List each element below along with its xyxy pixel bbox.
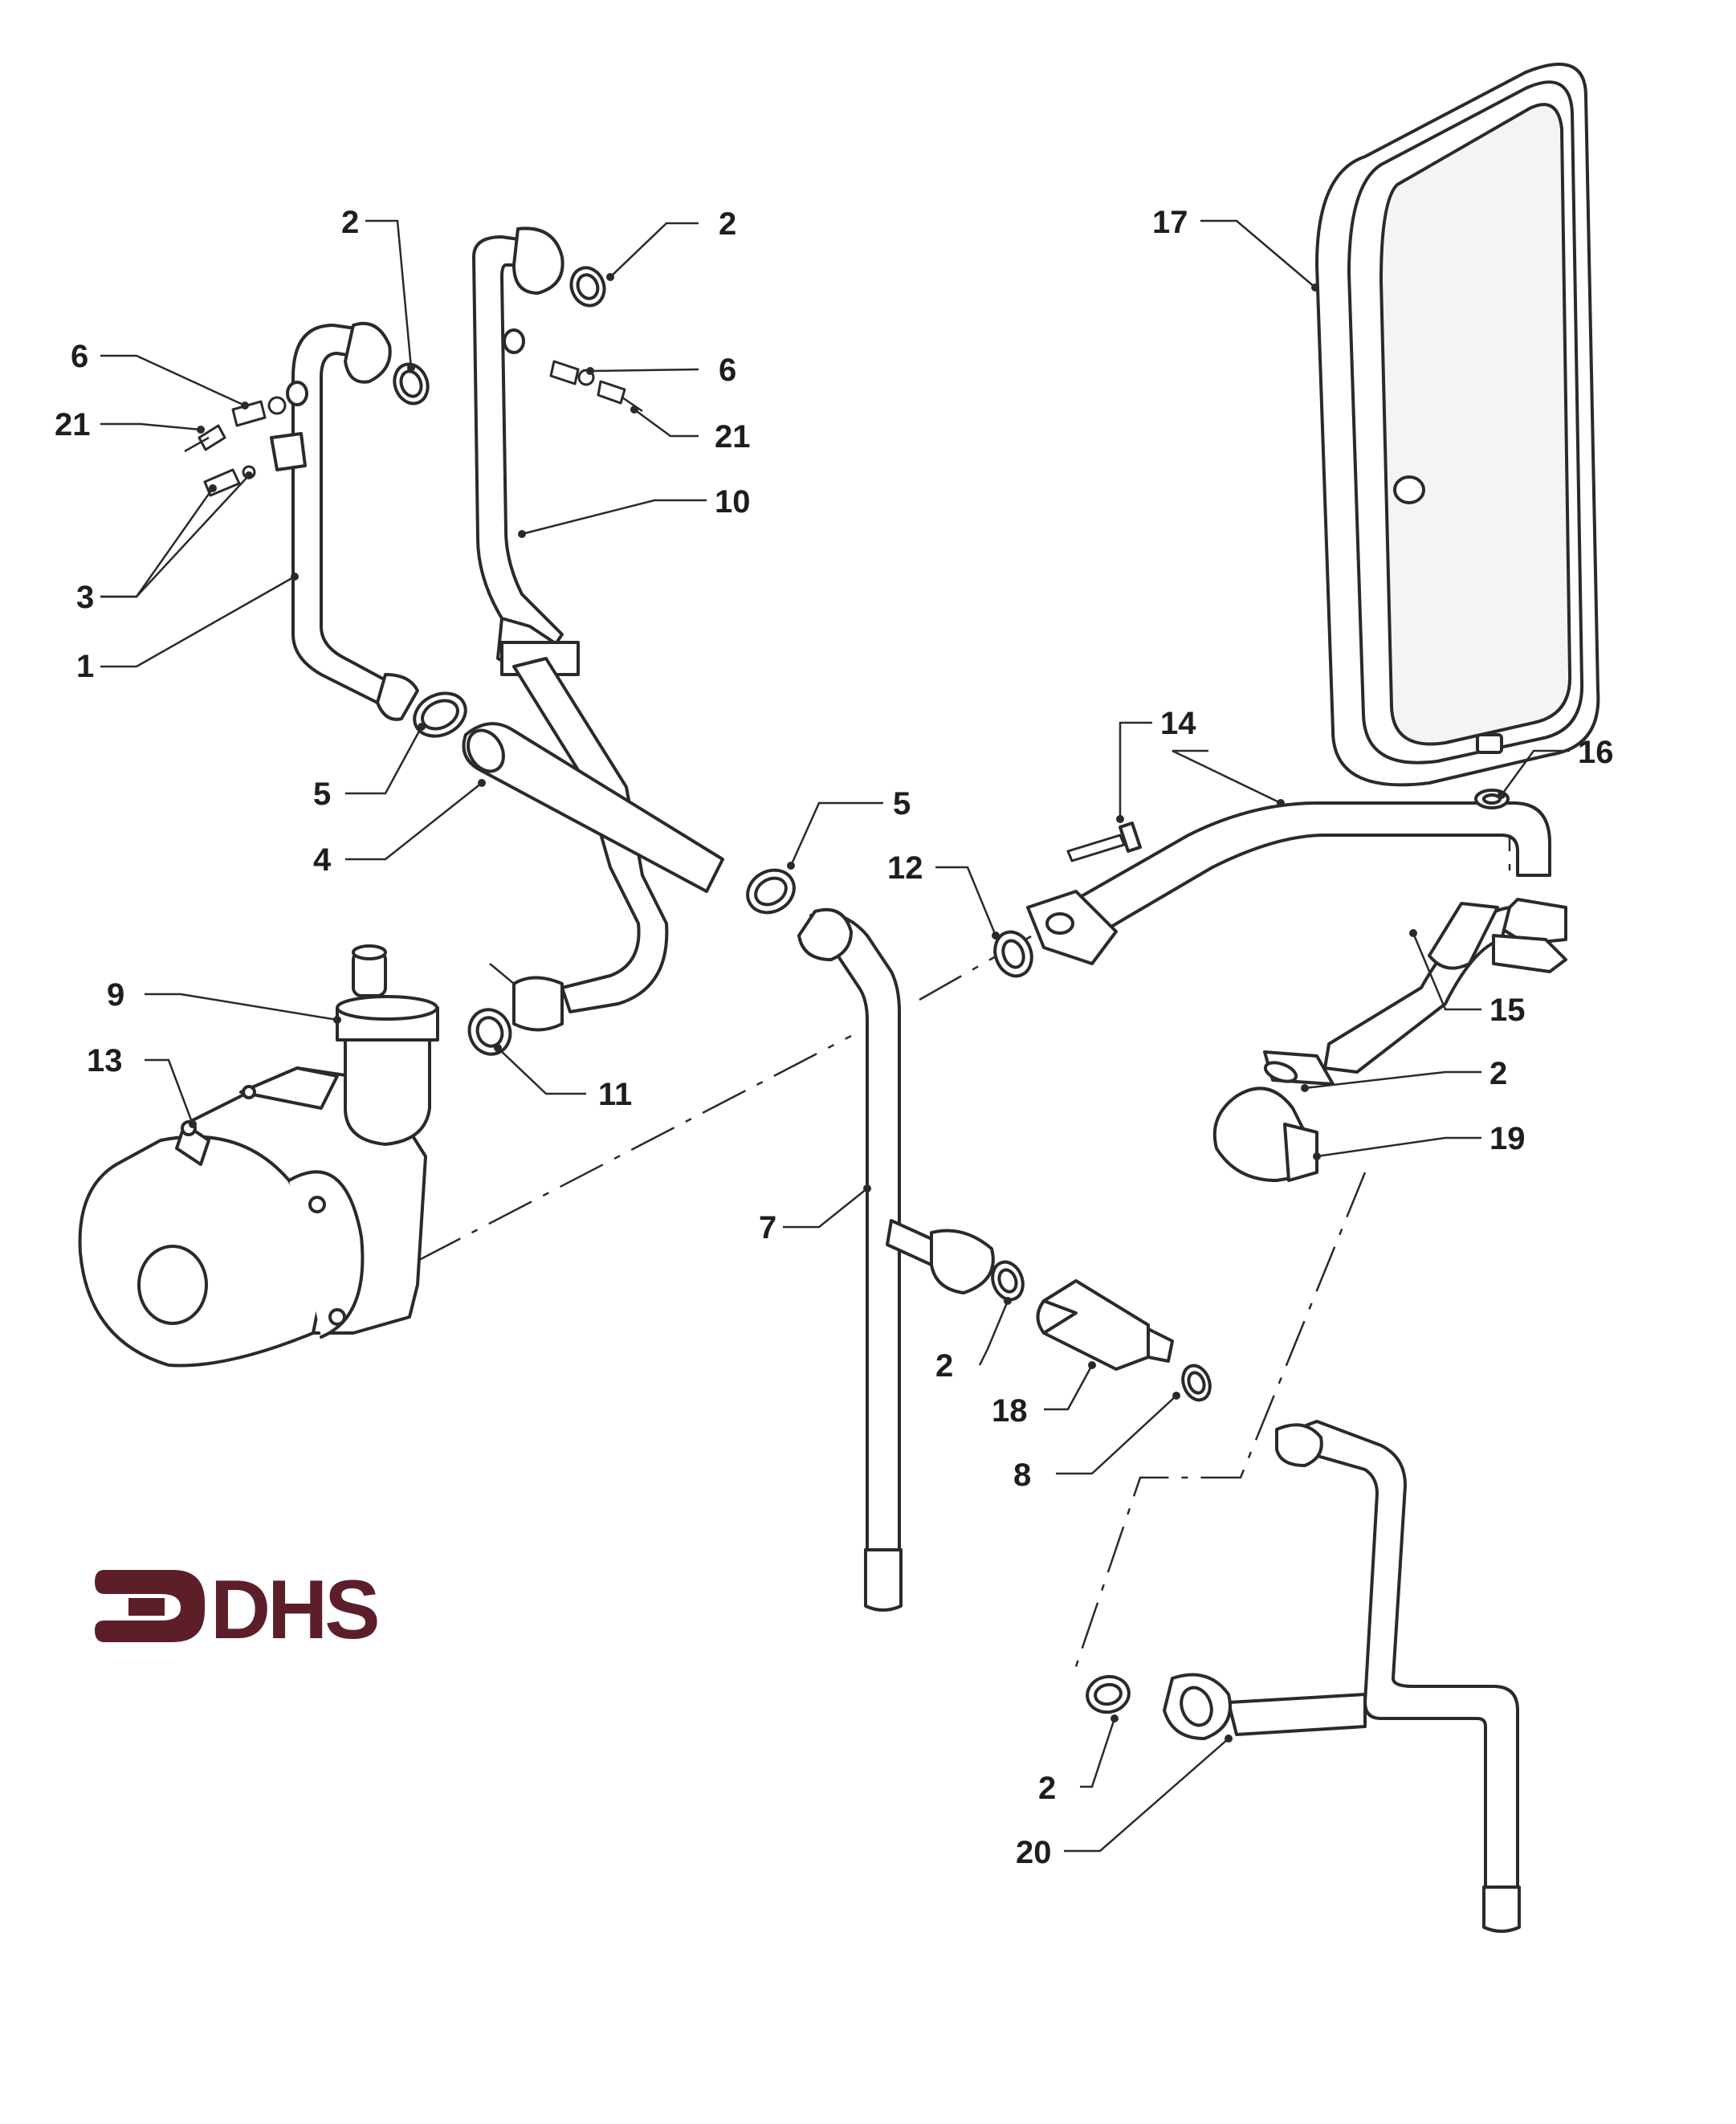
callout-21: 21 bbox=[55, 407, 91, 442]
pipe-10 bbox=[472, 226, 669, 1032]
callout-20: 20 bbox=[1016, 1835, 1052, 1870]
seal-2e bbox=[1086, 1674, 1131, 1714]
dhs-logo-arrow-mark bbox=[95, 1570, 205, 1642]
expansion-vessel bbox=[1315, 63, 1600, 787]
seal-11 bbox=[467, 1008, 512, 1056]
callout-15: 15 bbox=[1489, 993, 1526, 1028]
callout-2: 2 bbox=[341, 205, 359, 240]
valve-6a bbox=[231, 396, 287, 427]
clip-5a bbox=[413, 691, 467, 738]
clip-5b bbox=[746, 868, 796, 915]
callout-labels: 2 2 6 21 6 21 10 3 1 5 4 5 12 14 16 17 1… bbox=[55, 205, 1614, 1870]
callout-1: 1 bbox=[76, 649, 94, 684]
dhs-logo: DHS bbox=[95, 1563, 381, 1657]
callout-10: 10 bbox=[715, 484, 751, 520]
callout-13: 13 bbox=[87, 1043, 123, 1078]
expansion-pipe-15 bbox=[1026, 801, 1567, 1086]
callout-2: 2 bbox=[1038, 1771, 1056, 1806]
seal-2b bbox=[569, 266, 606, 308]
clip-21a bbox=[184, 424, 226, 453]
seal-12 bbox=[993, 930, 1033, 978]
elbow-19 bbox=[1212, 1086, 1318, 1182]
callout-12: 12 bbox=[887, 850, 923, 886]
seal-2a bbox=[393, 362, 430, 406]
callout-21: 21 bbox=[715, 419, 751, 455]
callout-7: 7 bbox=[759, 1210, 776, 1245]
valve-6b bbox=[549, 360, 595, 386]
callout-6: 6 bbox=[71, 339, 88, 374]
callout-11: 11 bbox=[598, 1077, 632, 1112]
callout-16: 16 bbox=[1578, 735, 1614, 770]
callout-19: 19 bbox=[1489, 1121, 1526, 1156]
callout-2: 2 bbox=[1489, 1056, 1507, 1091]
callout-17: 17 bbox=[1152, 205, 1188, 240]
pipe-stub bbox=[886, 1219, 995, 1294]
callout-4: 4 bbox=[313, 842, 332, 878]
pipe-7 bbox=[797, 907, 903, 1612]
callout-5: 5 bbox=[893, 786, 911, 821]
callout-14: 14 bbox=[1160, 706, 1196, 741]
leader-lines bbox=[100, 219, 1570, 1853]
callout-9: 9 bbox=[107, 977, 124, 1013]
pipe-connector-4 bbox=[462, 722, 724, 893]
circulation-pump bbox=[78, 1066, 427, 1368]
callout-3: 3 bbox=[76, 580, 94, 615]
callout-2: 2 bbox=[935, 1348, 953, 1384]
callout-5: 5 bbox=[313, 777, 331, 812]
seal-2c bbox=[991, 1260, 1025, 1302]
clip-21b bbox=[597, 380, 643, 413]
non-return-valve-18 bbox=[1036, 1279, 1174, 1371]
pipe-20 bbox=[1163, 1420, 1521, 1933]
callout-2: 2 bbox=[719, 206, 736, 242]
dhs-logo-text: DHS bbox=[210, 1563, 377, 1657]
seal-8 bbox=[1181, 1364, 1212, 1402]
automatic-air-vent bbox=[336, 944, 439, 1146]
callout-8: 8 bbox=[1013, 1457, 1031, 1493]
screw-14 bbox=[1066, 821, 1142, 862]
callout-18: 18 bbox=[992, 1393, 1028, 1429]
callout-6: 6 bbox=[719, 353, 736, 388]
pipe-1 bbox=[270, 321, 419, 721]
seal-2d bbox=[1263, 1061, 1298, 1083]
